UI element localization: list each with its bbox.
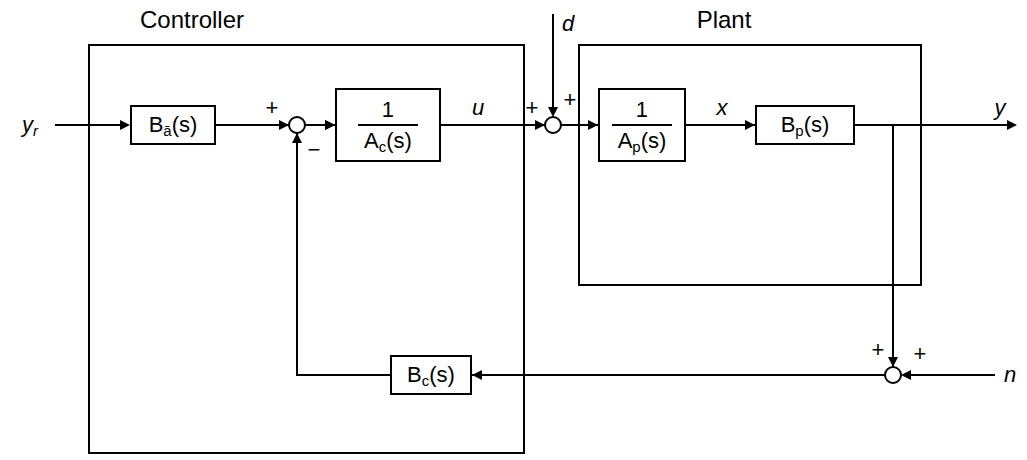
arrow-head (1007, 120, 1017, 130)
block-label: 1 Ac(s) (358, 97, 418, 154)
transfer-block: 1 Ac(s) (335, 88, 441, 162)
signal-connector (686, 124, 755, 126)
controller-box: ControllerBā(s)1 Ac(s)Bc(s) (88, 44, 525, 454)
signal-name: d (561, 12, 575, 36)
summing-junction (545, 117, 561, 133)
block-label: Bā(s) (149, 112, 198, 137)
signal-name: x (716, 96, 729, 120)
arrow-head (120, 120, 130, 130)
noise-wire (909, 374, 995, 376)
transfer-block: Bc(s) (390, 355, 472, 395)
arrow-head (548, 107, 558, 117)
signal-connector (216, 124, 335, 126)
transfer-block: Bp(s) (755, 105, 855, 145)
arrow-head (901, 370, 911, 380)
summing-junction (885, 367, 901, 383)
group-heading: Plant (697, 6, 752, 34)
transfer-block: 1 Ap(s) (598, 88, 686, 162)
sign-mark: + (265, 96, 280, 120)
arrow-head (888, 357, 898, 367)
signal-name: u (471, 96, 485, 120)
arrow-head (292, 133, 302, 143)
signal-connector (472, 125, 893, 375)
sign-mark: + (563, 88, 578, 112)
signal-name: n (1003, 363, 1017, 387)
block-label: 1 Ap(s) (612, 97, 673, 154)
arrow-head (279, 120, 289, 130)
summing-junction (289, 117, 305, 133)
block-label: Bp(s) (781, 112, 830, 137)
transfer-block: Bā(s) (130, 105, 216, 145)
sign-mark: + (525, 96, 540, 120)
signal-name: yr (21, 113, 39, 137)
group-heading: Controller (140, 6, 244, 34)
disturbance-wire (552, 14, 554, 109)
signal-connector (441, 124, 598, 126)
sign-mark: + (871, 338, 886, 362)
plant-box: Plant1 Ap(s)Bp(s) (578, 44, 922, 286)
signal-name: y (994, 96, 1007, 120)
block-label: Bc(s) (407, 362, 455, 387)
output-wire (893, 124, 1009, 126)
arrow-head (535, 120, 545, 130)
sign-mark: − (307, 138, 322, 162)
sign-mark: + (913, 342, 928, 366)
signal-connector (297, 125, 390, 375)
